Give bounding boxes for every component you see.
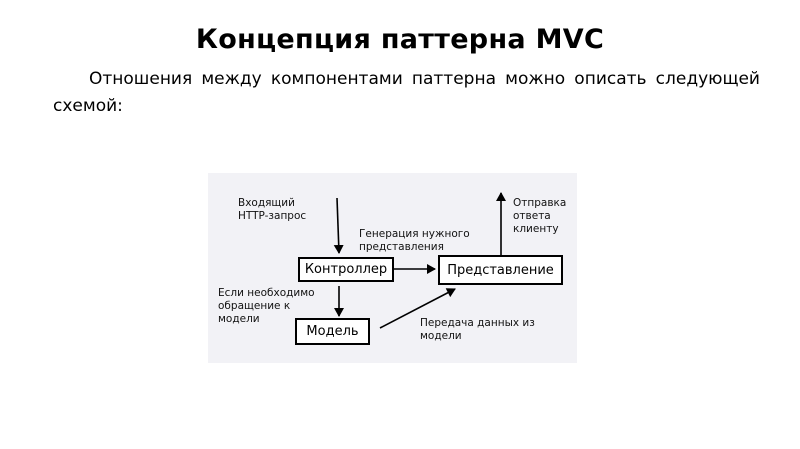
note-view-generation: Генерация нужного представления [359,228,470,253]
arrow-model-to-view [379,288,456,329]
note-model-access: Если необходимо обращение к модели [218,287,315,325]
controller-box: Контроллер [298,257,394,282]
note-data-transfer: Передача данных из модели [420,317,535,342]
slide-title: Концепция паттерна MVC [195,24,605,55]
arrow-request-to-controller [333,197,344,254]
diagram-arrows [333,192,506,329]
note-send-response: Отправка ответа клиенту [513,197,567,235]
model-box: Модель [295,318,370,345]
slide-text: Отношения между компонентами паттерна мо… [53,69,760,116]
view-box: Представление [438,255,563,285]
mvc-diagram: Контроллер Представление Модель Входящий… [208,173,577,363]
note-incoming-request: Входящий HTTP-запрос [238,197,307,222]
